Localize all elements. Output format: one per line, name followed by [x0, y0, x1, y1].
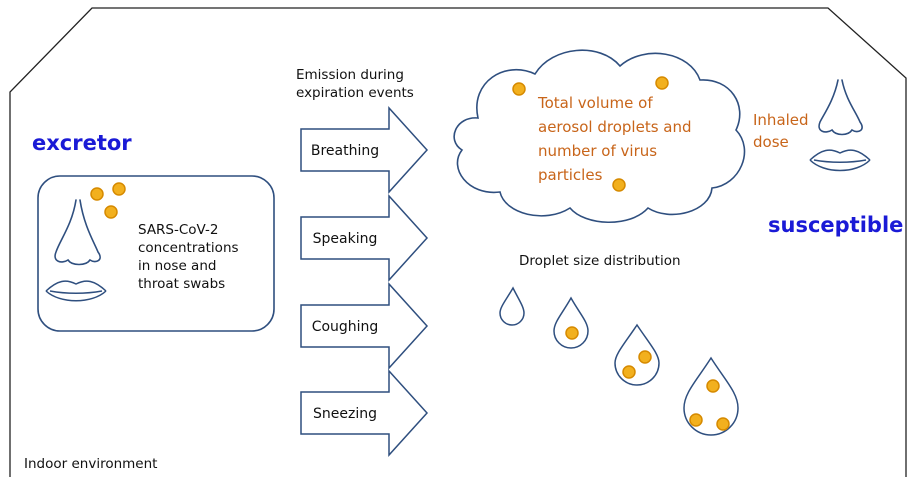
svg-text:Inhaled: Inhaled: [753, 111, 809, 129]
nose-icon: [54, 199, 101, 266]
svg-text:number of virus: number of virus: [538, 142, 657, 160]
droplet-icon: [553, 296, 589, 349]
svg-text:in nose and: in nose and: [138, 258, 216, 274]
arrow-label-breathing: Breathing: [311, 143, 379, 159]
indoor-environment-outline: [9, 7, 907, 477]
arrow-coughing: Coughing: [300, 282, 429, 370]
svg-text:particles: particles: [538, 166, 603, 184]
virus-particle-icon: [565, 326, 579, 340]
swab-text: SARS-CoV-2 concentrations in nose and th…: [138, 222, 239, 292]
svg-text:Total volume of: Total volume of: [537, 94, 653, 112]
cloud-text: Total volume of aerosol droplets and num…: [537, 94, 692, 184]
aerosol-cloud-icon: [453, 49, 746, 224]
indoor-environment-label: Indoor environment: [24, 456, 157, 472]
virus-particle-icon: [512, 82, 526, 96]
excretor-box: [37, 175, 275, 332]
arrow-label-sneezing: Sneezing: [313, 406, 377, 422]
arrow-sneezing: Sneezing: [300, 369, 429, 457]
inhaled-dose-text: Inhaled dose: [753, 111, 809, 151]
block-arrow-icon: [300, 194, 429, 282]
block-arrow-icon: [300, 369, 429, 457]
virus-particle-icon: [716, 417, 730, 431]
virus-particle-icon: [655, 76, 669, 90]
virus-particle-icon: [638, 350, 652, 364]
droplet-virus-group: [565, 326, 730, 431]
cloud-virus-group: [512, 76, 669, 192]
virus-particle-icon: [689, 413, 703, 427]
svg-text:aerosol droplets and: aerosol droplets and: [538, 118, 692, 136]
svg-text:SARS-CoV-2: SARS-CoV-2: [138, 222, 218, 238]
svg-text:concentrations: concentrations: [138, 240, 239, 256]
block-arrow-icon: [300, 106, 429, 194]
nose-icon: [818, 79, 863, 136]
arrow-speaking: Speaking: [300, 194, 429, 282]
droplet-icon: [614, 323, 660, 386]
droplet-size-label: Droplet size distribution: [519, 253, 681, 269]
susceptible-label: susceptible: [768, 213, 903, 237]
lips-icon: [45, 280, 107, 302]
virus-particle-icon: [90, 187, 104, 201]
excretor-virus-group: [90, 182, 126, 219]
excretor-label: excretor: [32, 131, 132, 155]
virus-particle-icon: [706, 379, 720, 393]
svg-text:dose: dose: [753, 133, 789, 151]
arrow-breathing: Breathing: [300, 106, 429, 194]
svg-text:throat swabs: throat swabs: [138, 276, 225, 292]
arrow-label-coughing: Coughing: [312, 319, 379, 335]
emission-heading-line1: Emission during: [296, 67, 404, 83]
lips-icon: [809, 149, 871, 172]
arrow-label-speaking: Speaking: [313, 231, 378, 247]
virus-particle-icon: [112, 182, 126, 196]
droplet-icon: [499, 286, 525, 326]
droplet-distribution: [499, 286, 739, 436]
virus-particle-icon: [104, 205, 118, 219]
block-arrow-icon: [300, 282, 429, 370]
virus-particle-icon: [622, 365, 636, 379]
emission-heading-line2: expiration events: [296, 85, 414, 101]
virus-particle-icon: [612, 178, 626, 192]
